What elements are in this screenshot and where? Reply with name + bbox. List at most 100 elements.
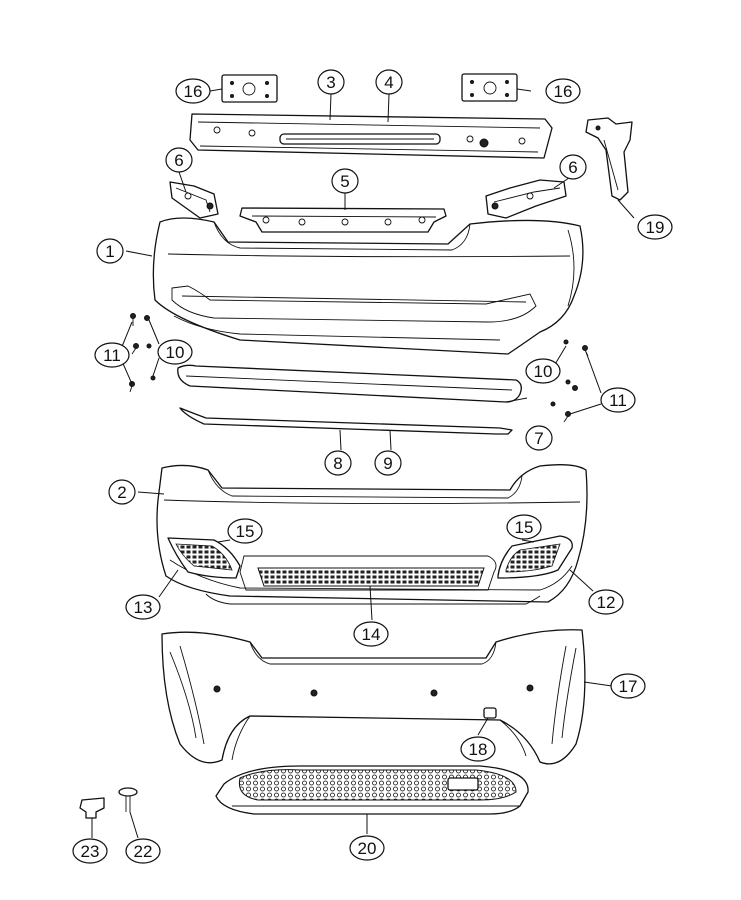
callout-c20: 20 bbox=[349, 835, 385, 861]
front-fascia bbox=[152, 217, 584, 355]
callout-ellipse bbox=[157, 339, 193, 365]
callout-number: 14 bbox=[362, 625, 381, 644]
clip-23 bbox=[79, 797, 105, 819]
callout-ellipse bbox=[525, 425, 553, 451]
callout-ellipse bbox=[460, 736, 496, 762]
callout-c11a: 11 bbox=[94, 342, 130, 368]
callout-number: 13 bbox=[134, 598, 153, 617]
callout-number: 15 bbox=[515, 518, 534, 537]
callout-c8: 8 bbox=[324, 450, 352, 476]
callout-number: 2 bbox=[117, 483, 126, 502]
callout-number: 16 bbox=[554, 82, 573, 101]
callout-c5: 5 bbox=[331, 168, 359, 194]
callout-c7: 7 bbox=[525, 425, 553, 451]
callout-number: 6 bbox=[568, 158, 577, 177]
leader-lines bbox=[91, 88, 635, 839]
callout-c18: 18 bbox=[460, 736, 496, 762]
callout-ellipse bbox=[637, 214, 673, 240]
callout-ellipse bbox=[165, 147, 193, 173]
callout-number: 3 bbox=[326, 73, 335, 92]
callout-c14: 14 bbox=[353, 621, 389, 647]
callout-c6a: 6 bbox=[165, 147, 193, 173]
callout-ellipse bbox=[375, 69, 403, 95]
bracket-16-left bbox=[221, 74, 278, 103]
callout-ellipse bbox=[349, 835, 385, 861]
bracket-16-right bbox=[461, 73, 518, 102]
callout-ellipse bbox=[331, 168, 359, 194]
callout-ellipse bbox=[108, 479, 136, 505]
callout-c19: 19 bbox=[637, 214, 673, 240]
callout-ellipse bbox=[506, 514, 542, 540]
callout-ellipse bbox=[588, 589, 624, 615]
callout-c10b: 10 bbox=[525, 358, 561, 384]
callout-c16a: 16 bbox=[175, 78, 211, 104]
callout-c15a: 15 bbox=[227, 518, 263, 544]
callout-ellipse bbox=[374, 450, 402, 476]
callout-number: 16 bbox=[184, 82, 203, 101]
rear-fascia-17 bbox=[161, 629, 586, 765]
callout-number: 11 bbox=[103, 346, 121, 365]
callout-number: 11 bbox=[609, 391, 627, 410]
callout-c13: 13 bbox=[125, 594, 161, 620]
grille-14 bbox=[239, 555, 497, 591]
callout-number: 20 bbox=[358, 839, 377, 858]
bracket-6-left bbox=[169, 181, 219, 219]
lower-strip-7 bbox=[177, 364, 522, 403]
callout-number: 8 bbox=[333, 454, 342, 473]
callout-ellipse bbox=[610, 673, 646, 699]
callout-ellipse bbox=[94, 342, 130, 368]
callout-number: 23 bbox=[81, 842, 100, 861]
callout-c3: 3 bbox=[317, 69, 345, 95]
callout-c22: 22 bbox=[125, 838, 161, 864]
callout-ellipse bbox=[227, 518, 263, 544]
callout-ellipse bbox=[125, 594, 161, 620]
callout-ellipse bbox=[175, 78, 211, 104]
callout-number: 6 bbox=[174, 151, 183, 170]
callout-number: 12 bbox=[597, 593, 616, 612]
callout-ellipse bbox=[600, 387, 636, 413]
reflector-13-left bbox=[167, 537, 241, 579]
callout-c15b: 15 bbox=[506, 514, 542, 540]
callout-number: 9 bbox=[383, 454, 392, 473]
callout-c2: 2 bbox=[108, 479, 136, 505]
callout-ellipse bbox=[525, 358, 561, 384]
callout-ellipse bbox=[353, 621, 389, 647]
callout-ellipse bbox=[96, 238, 124, 264]
callout-c10a: 10 bbox=[157, 339, 193, 365]
callout-number: 7 bbox=[534, 429, 543, 448]
callout-number: 19 bbox=[646, 218, 665, 237]
callout-ellipse bbox=[545, 78, 581, 104]
callout-c11b: 11 bbox=[600, 387, 636, 413]
push-pin-22 bbox=[118, 787, 138, 812]
bracket-19 bbox=[585, 117, 633, 201]
callout-c9: 9 bbox=[374, 450, 402, 476]
callout-number: 15 bbox=[236, 522, 255, 541]
callout-ellipse bbox=[324, 450, 352, 476]
callout-c12: 12 bbox=[588, 589, 624, 615]
fasteners-right bbox=[550, 339, 589, 423]
callout-number: 10 bbox=[534, 362, 553, 381]
callout-c23: 23 bbox=[72, 838, 108, 864]
callout-number: 4 bbox=[384, 73, 393, 92]
diffuser-20 bbox=[215, 765, 529, 815]
callout-number: 1 bbox=[105, 242, 114, 261]
callout-ellipse bbox=[317, 69, 345, 95]
callout-c6b: 6 bbox=[559, 154, 587, 180]
reinforcement-bar bbox=[189, 113, 553, 159]
bracket-6-right bbox=[485, 179, 567, 219]
center-bracket-5 bbox=[239, 207, 447, 233]
callout-number: 17 bbox=[619, 677, 638, 696]
reflector-12-right bbox=[497, 535, 573, 579]
molding-8 bbox=[179, 407, 513, 435]
callout-c16b: 16 bbox=[545, 78, 581, 104]
callout-number: 18 bbox=[469, 740, 488, 759]
callout-ellipse bbox=[72, 838, 108, 864]
callout-number: 5 bbox=[340, 172, 349, 191]
callout-number: 22 bbox=[134, 842, 153, 861]
callout-c1: 1 bbox=[96, 238, 124, 264]
callout-ellipse bbox=[125, 838, 161, 864]
callout-ellipse bbox=[559, 154, 587, 180]
callout-c4: 4 bbox=[375, 69, 403, 95]
